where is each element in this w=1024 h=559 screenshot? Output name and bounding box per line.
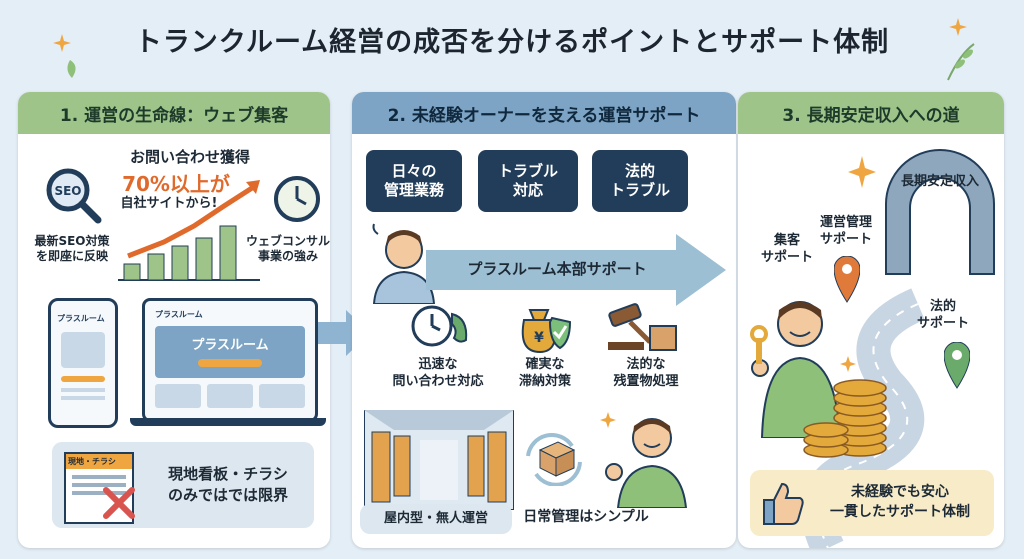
map-pin-icon [944, 342, 970, 389]
daily-label: 日常管理はシンプル [523, 509, 649, 525]
panel2-header: 2. 未経験オーナーを支える運営サポート [352, 92, 736, 134]
problem-legal-trouble: 法的 トラブル [592, 150, 688, 212]
panel-web-marketing: 1. 運営の生命線：ウェブ集客 SEO 最新SEO対策 を即座に反映 お問い合わ… [18, 92, 330, 548]
leaf-icon [947, 18, 975, 81]
panel-long-term-income: 3. 長期安定収入への道 長期安定収入 集客 サポート 運営管理 サポート 法的… [738, 92, 1004, 548]
growth-chart-icon [118, 180, 260, 281]
inquiry-title: お問い合わせ獲得 [129, 148, 250, 166]
gavel-box-icon [608, 303, 677, 351]
reassurance-box: 未経験でも安心 一貫したサポート体制 [750, 470, 994, 536]
reassurance-text: 未経験でも安心 一貫したサポート体制 [830, 484, 970, 520]
support-arrears: 確実な 滞納対策 [518, 357, 571, 389]
yen-bag-shield-icon: ¥ [521, 309, 572, 354]
laptop-mockup: プラスルーム プラスルーム [142, 298, 318, 422]
laptop-base [130, 418, 326, 426]
laptop-hero: プラスルーム [191, 338, 269, 353]
owner-with-key-icon [750, 301, 842, 438]
indoor-storage-illustration [364, 410, 514, 510]
indoor-label-box: 屋内型・無人運営 [360, 504, 512, 534]
indoor-label: 屋内型・無人運営 [383, 511, 488, 526]
sparkle-icon [53, 34, 76, 78]
page-title: トランクルーム経営の成否を分けるポイントとサポート体制 [134, 27, 890, 58]
sparkle-icon [848, 156, 876, 188]
problem-trouble-response: トラブル 対応 [478, 150, 578, 212]
phone-brand: プラスルーム [57, 314, 105, 323]
flyer-limit-box: 現地・チラシ 現地看板・チラシ のみではでは限界 [52, 442, 314, 528]
hq-support-label: プラスルーム本部サポート [467, 260, 647, 278]
seo-icon-text: SEO [54, 184, 81, 198]
panel1-header: 1. 運営の生命線：ウェブ集客 [18, 92, 330, 134]
consult-label: ウェブコンサル 事業の強み [245, 234, 330, 263]
seo-label: 最新SEO対策 を即座に反映 [34, 234, 110, 263]
svg-text:¥: ¥ [534, 330, 544, 346]
smartphone-mockup: プラスルーム [48, 298, 118, 428]
support-marketing-label: 集客 サポート [760, 233, 813, 265]
panel3-header: 3. 長期安定収入への道 [738, 92, 1004, 134]
laptop-brand: プラスルーム [155, 310, 203, 319]
flyer-tag: 現地・チラシ [66, 454, 132, 469]
clock-phone-icon [411, 305, 468, 347]
happy-owner-icon [600, 412, 688, 508]
package-cycle-icon [526, 432, 582, 486]
cross-mark-icon [103, 487, 135, 519]
flyer-icon: 現地・チラシ [64, 452, 134, 524]
hq-support-arrow [426, 234, 726, 306]
arch-label: 長期安定収入 [900, 174, 979, 189]
seo-magnifier-icon: SEO [46, 168, 102, 224]
clock-icon [274, 176, 320, 222]
problem-daily-management: 日々の 管理業務 [366, 150, 462, 212]
support-quick-response: 迅速な 問い合わせ対応 [392, 357, 484, 389]
map-pin-icon [834, 256, 860, 303]
inquiry-percent: 70%以上が [122, 172, 230, 196]
panel-operation-support: 2. 未経験オーナーを支える運営サポート 日々の 管理業務 トラブル 対応 法的… [352, 92, 736, 548]
support-leftover: 法的な 残置物処理 [613, 357, 679, 389]
thumbs-up-icon [763, 482, 804, 525]
coin-stack-icon [803, 356, 887, 458]
support-management-label: 運営管理 サポート [819, 215, 872, 247]
arch-gate-illustration [885, 149, 995, 275]
limit-text: 現地看板・チラシ のみではでは限界 [167, 465, 288, 504]
support-legal-label: 法的 サポート [916, 299, 969, 331]
inquiry-sub: 自社サイトから! [120, 196, 218, 211]
worried-owner-icon [372, 223, 436, 304]
